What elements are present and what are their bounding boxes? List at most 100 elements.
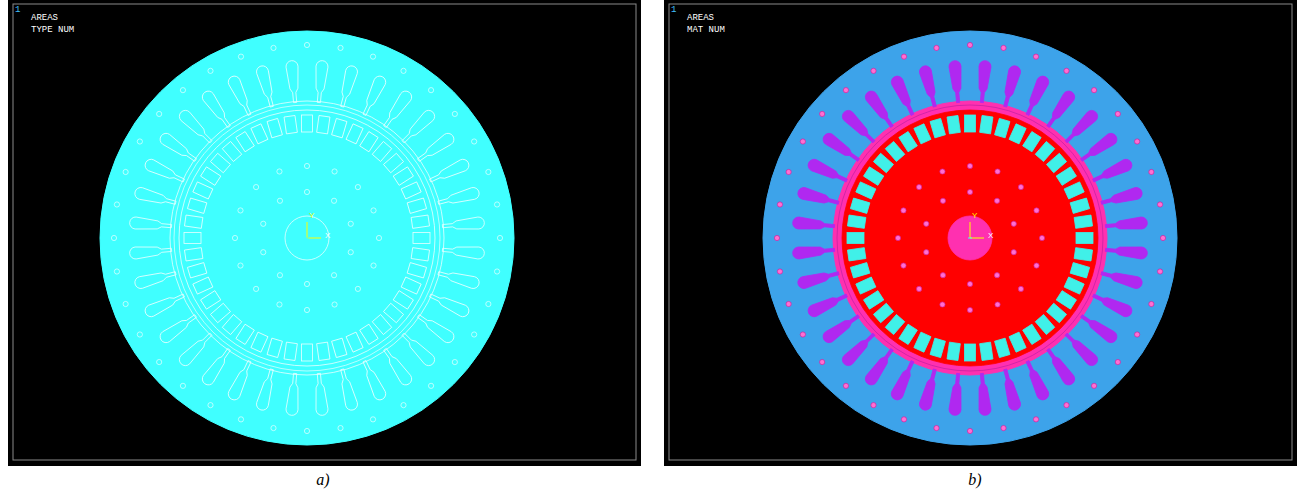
rotor-bar <box>847 248 865 261</box>
rotor-hole <box>901 263 906 268</box>
stator-slot <box>1022 74 1051 117</box>
stator-hole <box>238 54 243 59</box>
stator-slot <box>415 311 456 345</box>
rotor-bar <box>401 182 421 199</box>
stator-hole <box>1064 68 1069 73</box>
rotor-bar <box>965 344 976 361</box>
rotor-bar <box>1074 248 1092 261</box>
rotor-hole <box>940 169 945 174</box>
stator-slot <box>255 65 277 109</box>
stator-hole <box>137 139 142 144</box>
stator-slot <box>840 108 878 146</box>
stator-hole <box>843 383 848 388</box>
rotor-bar <box>1035 141 1054 161</box>
rotor-bar <box>284 115 297 133</box>
x-axis <box>307 238 321 239</box>
rotor-bar <box>384 303 404 322</box>
stator-slot <box>1043 346 1077 387</box>
stator-hole <box>123 169 128 174</box>
rotor-hole <box>332 302 337 307</box>
air-gap-ring <box>170 101 444 375</box>
stator-hole <box>820 359 825 364</box>
stator-hole <box>497 235 502 240</box>
stator-slot <box>177 330 215 368</box>
stator-hole <box>180 383 185 388</box>
stator-slot <box>1100 267 1144 289</box>
rotor-bar <box>284 342 297 360</box>
stator-slot <box>999 65 1021 109</box>
stator-hole <box>180 88 185 93</box>
rotor-bar <box>184 248 202 261</box>
stator-slot <box>143 157 186 186</box>
rotor-bar <box>1047 303 1067 322</box>
stator-hole <box>1033 54 1038 59</box>
stator-slot <box>806 290 849 319</box>
rotor-bar <box>407 198 426 213</box>
rotor-hole <box>940 302 945 307</box>
stator-slot <box>177 108 215 146</box>
rotor-bar <box>864 167 884 185</box>
rotor-bar <box>201 167 221 185</box>
stator-slot <box>863 89 897 130</box>
stator-hole <box>271 425 276 430</box>
stator-hole <box>114 202 119 207</box>
rotor-bar <box>413 233 430 244</box>
air-gap-ring <box>833 101 1107 375</box>
stator-slot <box>286 373 302 416</box>
stator-hole <box>472 139 477 144</box>
rotor-bar <box>210 303 230 322</box>
stator-hole <box>370 417 375 422</box>
rotor-bar <box>222 141 241 161</box>
stator-hole <box>494 202 499 207</box>
stator-hole <box>934 45 939 50</box>
stator-slot <box>313 373 329 416</box>
rotor-bar <box>360 132 378 152</box>
stator-slot <box>437 267 481 289</box>
rotor-bar <box>1070 198 1089 213</box>
rotor-hole <box>967 307 972 312</box>
rotor-hole <box>355 184 360 189</box>
stator-core <box>763 31 1177 445</box>
y-axis <box>970 222 971 238</box>
stator-hole <box>1149 301 1154 306</box>
rotor-hole <box>376 235 381 240</box>
stator-slot <box>428 157 471 186</box>
rotor-bar <box>393 291 413 309</box>
rotor-bar <box>193 277 213 294</box>
z-axis <box>968 238 972 239</box>
stator-hole <box>871 68 876 73</box>
rotor-bar <box>184 215 202 228</box>
rotor-bar <box>1035 315 1054 335</box>
rotor-bar <box>856 277 876 294</box>
rotor-bar <box>332 118 347 137</box>
rotor-hole <box>332 169 337 174</box>
rotor-bar <box>346 332 363 352</box>
rotor-hole <box>238 263 243 268</box>
rotor-bar <box>267 338 282 357</box>
rotor-bar <box>995 338 1010 357</box>
stator-hole <box>1115 359 1120 364</box>
stator-slot <box>976 60 992 103</box>
stator-slot <box>918 368 940 412</box>
rotor-hole <box>916 184 921 189</box>
stator-slot <box>821 311 862 345</box>
rotor-bar <box>885 315 904 335</box>
rotor-bar <box>1064 182 1084 199</box>
stator-hole <box>786 169 791 174</box>
rotor-hole <box>261 250 266 255</box>
rotor-hole <box>1018 184 1023 189</box>
stator-hole <box>428 383 433 388</box>
axis-label: X <box>988 232 993 240</box>
stator-hole <box>1001 425 1006 430</box>
rotor-bar <box>1047 153 1067 172</box>
rotor-bar <box>847 215 865 228</box>
rotor-bar <box>360 324 378 344</box>
rotor-bar <box>914 332 931 352</box>
air-gap-line <box>174 105 440 371</box>
stator-hole <box>1064 403 1069 408</box>
rotor-bar <box>302 344 313 361</box>
stator-slot <box>949 60 965 103</box>
rotor-bar <box>947 342 960 360</box>
plot-number: 1 <box>15 6 20 15</box>
